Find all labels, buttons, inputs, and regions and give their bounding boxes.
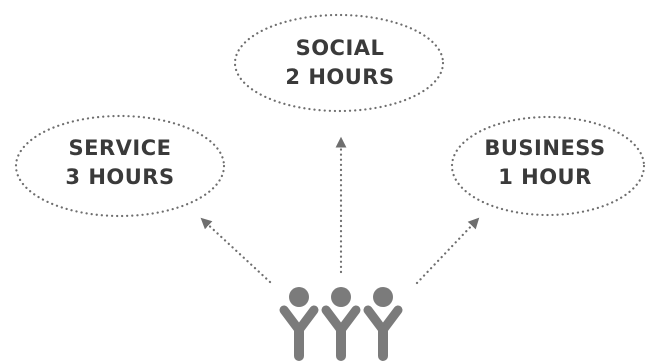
service-bubble xyxy=(14,114,226,218)
business-bubble xyxy=(450,115,646,217)
service-time: 3 HOURS xyxy=(65,165,175,189)
business-label: BUSINESS 1 HOUR xyxy=(450,134,640,192)
social-name: SOCIAL xyxy=(295,36,385,60)
group-of-three-people-icon xyxy=(279,287,403,361)
arrow-up-right-icon xyxy=(415,217,480,285)
service-label: SERVICE 3 HOURS xyxy=(20,134,220,192)
business-name: BUSINESS xyxy=(484,136,606,160)
business-time: 1 HOUR xyxy=(498,165,592,189)
social-time: 2 HOURS xyxy=(285,65,395,89)
service-name: SERVICE xyxy=(68,136,172,160)
social-bubble xyxy=(233,13,445,113)
arrow-up-left-icon xyxy=(200,217,272,284)
social-label: SOCIAL 2 HOURS xyxy=(240,34,440,92)
